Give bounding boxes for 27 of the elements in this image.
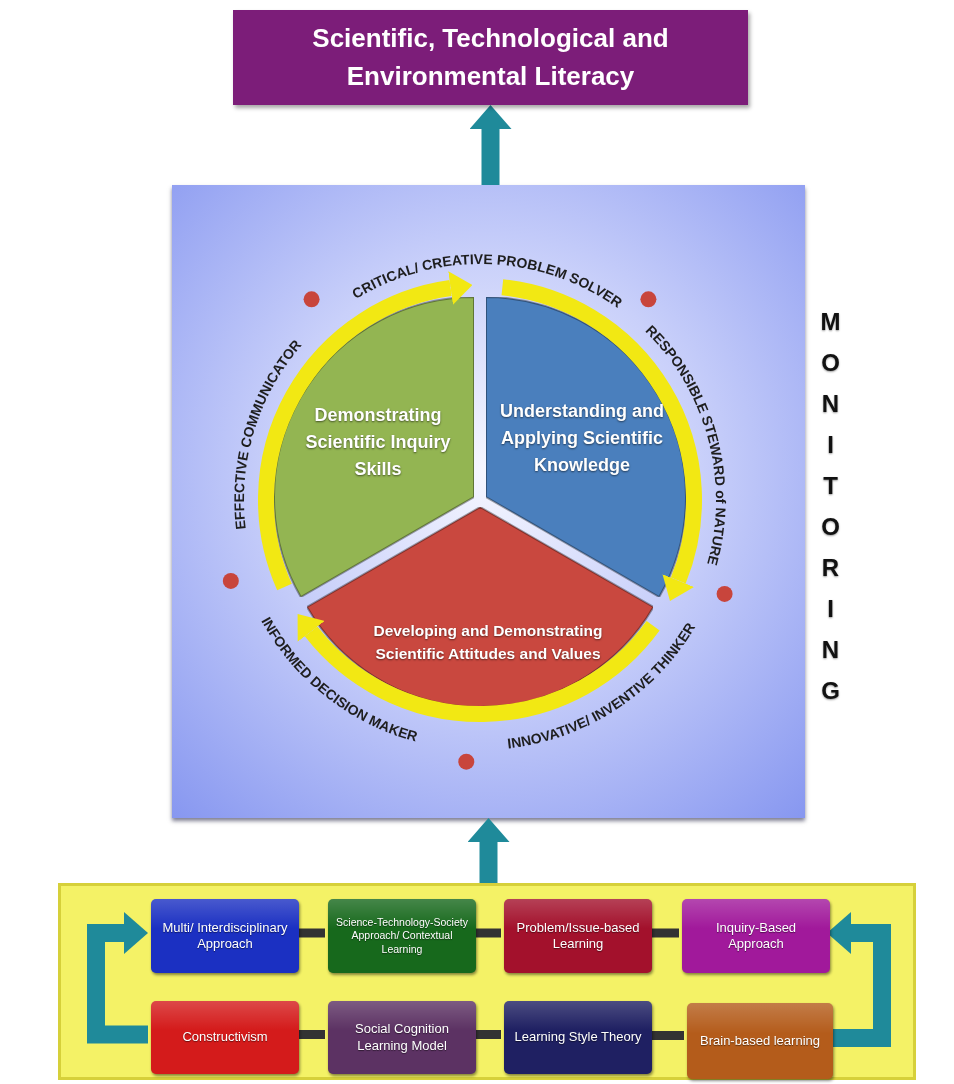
connector-bar <box>649 928 679 938</box>
ring-arrow <box>296 614 660 722</box>
strategy-card: Constructivism <box>151 1001 299 1074</box>
ring-arrow <box>501 279 702 602</box>
framework-panel <box>172 185 805 818</box>
connector-bar <box>296 1030 325 1039</box>
connector-bar <box>649 1031 684 1040</box>
strategy-card: Inquiry-Based Approach <box>682 899 830 973</box>
strategy-card: Problem/Issue-based Learning <box>504 899 652 973</box>
strategy-card: Multi/ Interdisciplinary Approach <box>151 899 299 973</box>
strategies-panel <box>58 883 916 1080</box>
strategy-card: Social Cognition Learning Model <box>328 1001 476 1074</box>
side-label: MONITORING <box>816 308 844 718</box>
goal-banner: Scientific, Technological and Environmental Literacy <box>233 10 748 105</box>
loop-arrow <box>87 912 148 1044</box>
connector-bar <box>473 928 501 938</box>
connector-bar <box>473 1030 501 1039</box>
sector-label: Demonstrating Scientific Inquiry Skills <box>304 403 452 481</box>
connector-bar <box>296 928 325 938</box>
block-arrow <box>469 105 512 185</box>
block-arrow <box>467 818 510 883</box>
strategy-card: Science-Technology-Society Approach/ Contextual Learning <box>328 899 476 973</box>
loop-arrow <box>827 912 891 1047</box>
strategy-card: Learning Style Theory <box>504 1001 652 1074</box>
sector-label: Developing and Demonstrating Scientific Attitudes and Values <box>372 620 604 664</box>
strategy-card: Brain-based learning <box>687 1003 833 1079</box>
ring-arrow <box>258 271 473 590</box>
